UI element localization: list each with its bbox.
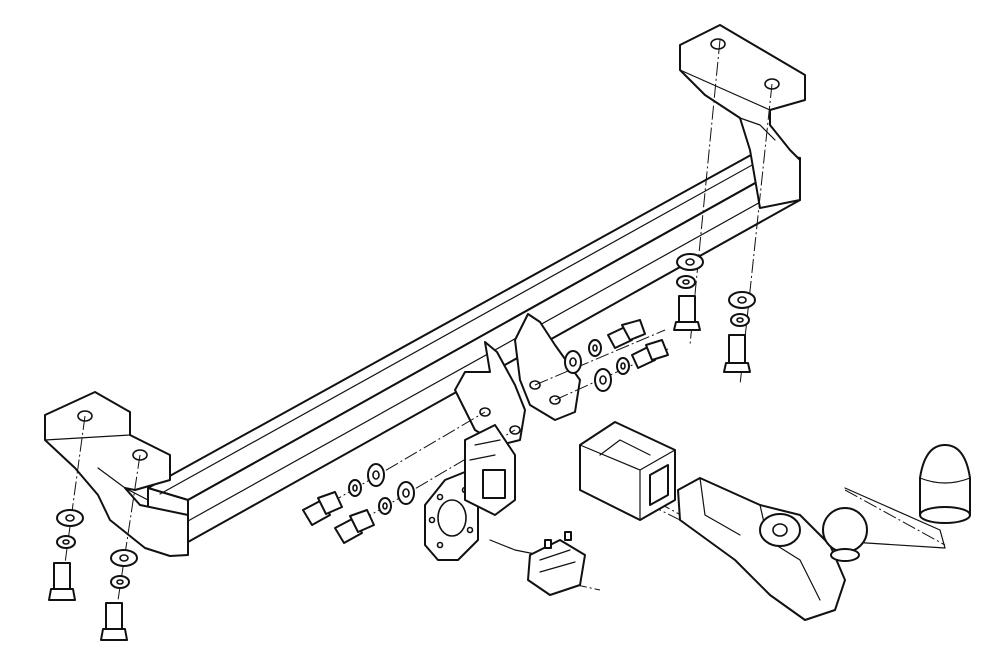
washer [110,549,138,567]
bolt [100,602,128,641]
bolt [607,319,646,349]
washer [378,497,392,515]
washer [676,275,696,289]
washer [348,479,362,497]
washer-set [56,253,756,589]
bolt [673,295,701,331]
connector-plug [527,531,586,596]
washer [676,253,704,271]
bolt [723,334,751,373]
washer [564,350,582,374]
washer [728,291,756,309]
bolt [631,339,669,369]
bolt [48,562,76,601]
washer [56,535,76,549]
tow-ball [822,507,868,553]
tow-ball-neck [677,477,868,621]
washer [730,313,750,327]
washer [367,463,385,487]
washer [397,481,415,505]
bolt [334,509,375,544]
bolt-set [48,295,751,641]
washer [110,575,130,589]
electrical-socket [464,424,541,556]
coupling-block [579,421,676,521]
left-mounting-bracket [44,391,189,557]
bolt [302,491,343,526]
washer [56,509,84,527]
right-mounting-bracket [679,24,806,209]
washer [588,339,602,357]
washer [616,357,630,375]
washer [594,368,612,392]
tow-ball-cover [919,444,971,524]
